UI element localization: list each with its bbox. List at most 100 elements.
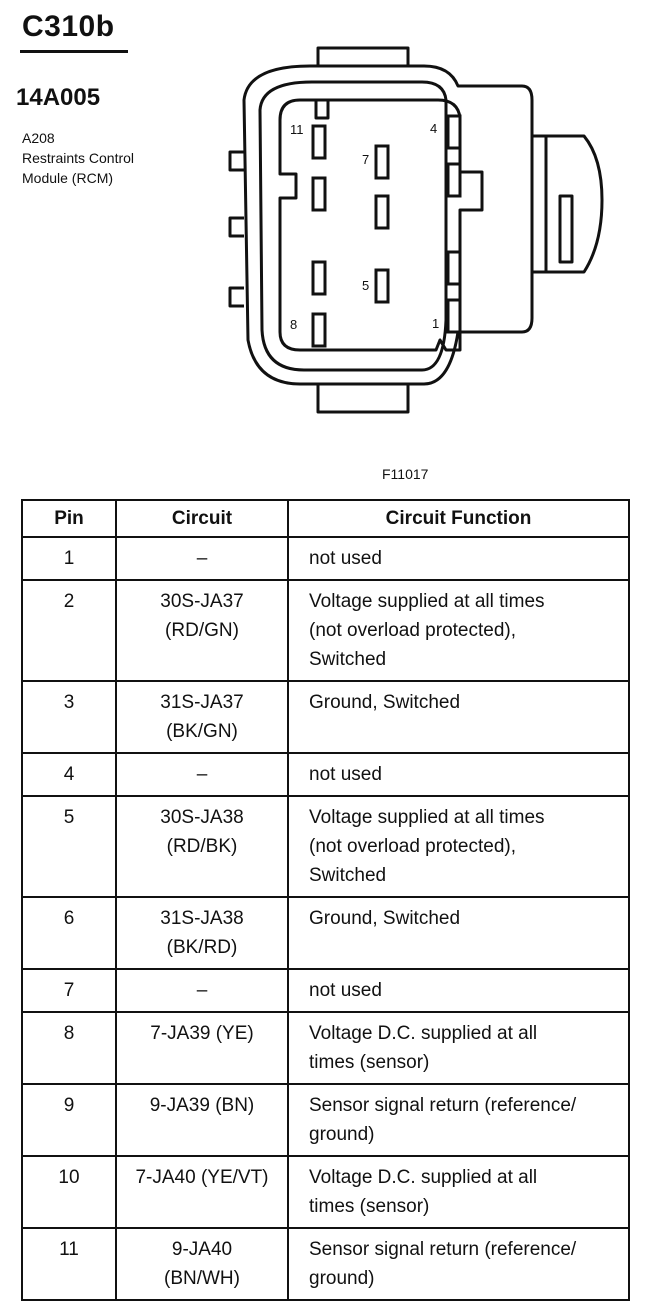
circuit-line: 31S-JA37	[160, 692, 244, 713]
circuit-line: 30S-JA37	[160, 591, 244, 612]
description-line: Restraints Control	[22, 150, 135, 166]
pin-label: 5	[362, 278, 369, 293]
function-line: not used	[309, 548, 382, 569]
pin-slot	[446, 250, 462, 286]
circuit-cell: 7-JA40 (YE/VT)	[115, 1155, 289, 1229]
table-row: 3 31S-JA37 (BK/GN) Ground, Switched	[21, 680, 630, 754]
function-line: times (sensor)	[309, 1052, 430, 1073]
circuit-function-cell: Ground, Switched	[287, 896, 630, 970]
pin-number-cell: 4	[21, 752, 117, 797]
function-line: Voltage D.C. supplied at all	[309, 1023, 538, 1044]
pin-slot	[311, 312, 327, 348]
pinout-table: Pin Circuit Circuit Function 1 – not used 2…	[21, 499, 630, 1301]
column-header-pin: Pin	[21, 499, 117, 538]
column-header-circuit: Circuit	[115, 499, 289, 538]
connector-face-diagram: 11 7 4 5 8 1	[228, 46, 604, 414]
pin-label: 11	[290, 122, 304, 137]
function-line: Sensor signal return (reference/	[309, 1095, 577, 1116]
pin-slot	[446, 298, 462, 334]
circuit-function-cell: Voltage supplied at all times (not overlo…	[287, 579, 630, 682]
table-body: 1 – not used 2 30S-JA37 (RD/GN) Voltage suppli…	[21, 536, 630, 1301]
table-row: 1 – not used	[21, 536, 630, 581]
circuit-line: (BK/GN)	[166, 721, 238, 742]
table-row: 7 – not used	[21, 968, 630, 1013]
table-row: 4 – not used	[21, 752, 630, 797]
pin-slot	[446, 114, 462, 150]
function-line: (not overload protected),	[309, 620, 517, 641]
circuit-cell: 31S-JA38 (BK/RD)	[115, 896, 289, 970]
figure-id: F11017	[382, 466, 429, 482]
circuit-function-cell: Voltage D.C. supplied at all times (senso…	[287, 1011, 630, 1085]
function-line: ground)	[309, 1124, 375, 1145]
circuit-line: 30S-JA38	[160, 807, 244, 828]
circuit-function-cell: Sensor signal return (reference/ground)	[287, 1227, 630, 1301]
table-row: 5 30S-JA38 (RD/BK) Voltage supplied at all …	[21, 795, 630, 898]
pin-label: 8	[290, 317, 297, 332]
circuit-line: (RD/GN)	[165, 620, 239, 641]
circuit-line: 31S-JA38	[160, 908, 244, 929]
pin-slot	[311, 176, 327, 212]
circuit-function-cell: Voltage D.C. supplied at all times (senso…	[287, 1155, 630, 1229]
circuit-cell: 7-JA39 (YE)	[115, 1011, 289, 1085]
pin-number-cell: 7	[21, 968, 117, 1013]
pin-number-cell: 8	[21, 1011, 117, 1085]
table-row: 2 30S-JA37 (RD/GN) Voltage supplied at all …	[21, 579, 630, 682]
function-line: Sensor signal return (reference/	[309, 1239, 577, 1260]
function-line: Ground, Switched	[309, 908, 461, 929]
pin-number-cell: 3	[21, 680, 117, 754]
connector-title: C310b	[22, 10, 115, 43]
circuit-line: –	[196, 764, 208, 785]
part-number: 14A005	[16, 84, 101, 111]
function-line: Switched	[309, 649, 387, 670]
circuit-function-cell: not used	[287, 752, 630, 797]
pin-label: 1	[432, 316, 439, 331]
pin-number-cell: 1	[21, 536, 117, 581]
description-line: Module (RCM)	[22, 170, 114, 186]
title-underline	[20, 50, 128, 53]
table-row: 8 7-JA39 (YE) Voltage D.C. supplied at all…	[21, 1011, 630, 1085]
function-line: Voltage supplied at all times	[309, 807, 545, 828]
pin-slot	[311, 260, 327, 296]
function-line: not used	[309, 764, 382, 785]
pin-number-cell: 2	[21, 579, 117, 682]
circuit-cell: 31S-JA37 (BK/GN)	[115, 680, 289, 754]
description-line: A208	[22, 130, 55, 146]
pin-label: 4	[430, 121, 437, 136]
table-header-row: Pin Circuit Circuit Function	[21, 499, 630, 538]
circuit-cell: –	[115, 752, 289, 797]
pin-number-cell: 11	[21, 1227, 117, 1301]
circuit-cell: 9-JA39 (BN)	[115, 1083, 289, 1157]
circuit-line: (RD/BK)	[166, 836, 238, 857]
circuit-function-cell: not used	[287, 968, 630, 1013]
pin-number-cell: 6	[21, 896, 117, 970]
circuit-cell: 9-JA40(BN/WH)	[115, 1227, 289, 1301]
circuit-line: 7-JA39 (YE)	[150, 1023, 254, 1044]
pin-slot	[446, 162, 462, 198]
column-header-function: Circuit Function	[287, 499, 630, 538]
pin-slot	[374, 268, 390, 304]
circuit-function-cell: Sensor signal return (reference/ground)	[287, 1083, 630, 1157]
circuit-line: (BK/RD)	[166, 937, 238, 958]
circuit-line: 9-JA39 (BN)	[149, 1095, 255, 1116]
circuit-cell: –	[115, 968, 289, 1013]
function-line: Switched	[309, 865, 387, 886]
function-line: times (sensor)	[309, 1196, 430, 1217]
circuit-line: 7-JA40 (YE/VT)	[135, 1167, 269, 1188]
function-line: not used	[309, 980, 382, 1001]
circuit-line: –	[196, 980, 208, 1001]
function-line: Voltage supplied at all times	[309, 591, 545, 612]
pin-slot	[311, 124, 327, 160]
function-line: ground)	[309, 1268, 375, 1289]
pin-number-cell: 10	[21, 1155, 117, 1229]
circuit-cell: –	[115, 536, 289, 581]
circuit-function-cell: Voltage supplied at all times(not overlo…	[287, 795, 630, 898]
circuit-line: 9-JA40	[171, 1239, 233, 1260]
pin-number-cell: 5	[21, 795, 117, 898]
circuit-cell: 30S-JA38 (RD/BK)	[115, 795, 289, 898]
circuit-line: –	[196, 548, 208, 569]
circuit-cell: 30S-JA37 (RD/GN)	[115, 579, 289, 682]
function-line: Voltage D.C. supplied at all	[309, 1167, 538, 1188]
table-row: 10 7-JA40 (YE/VT) Voltage D.C. supplied at…	[21, 1155, 630, 1229]
function-line: Ground, Switched	[309, 692, 461, 713]
